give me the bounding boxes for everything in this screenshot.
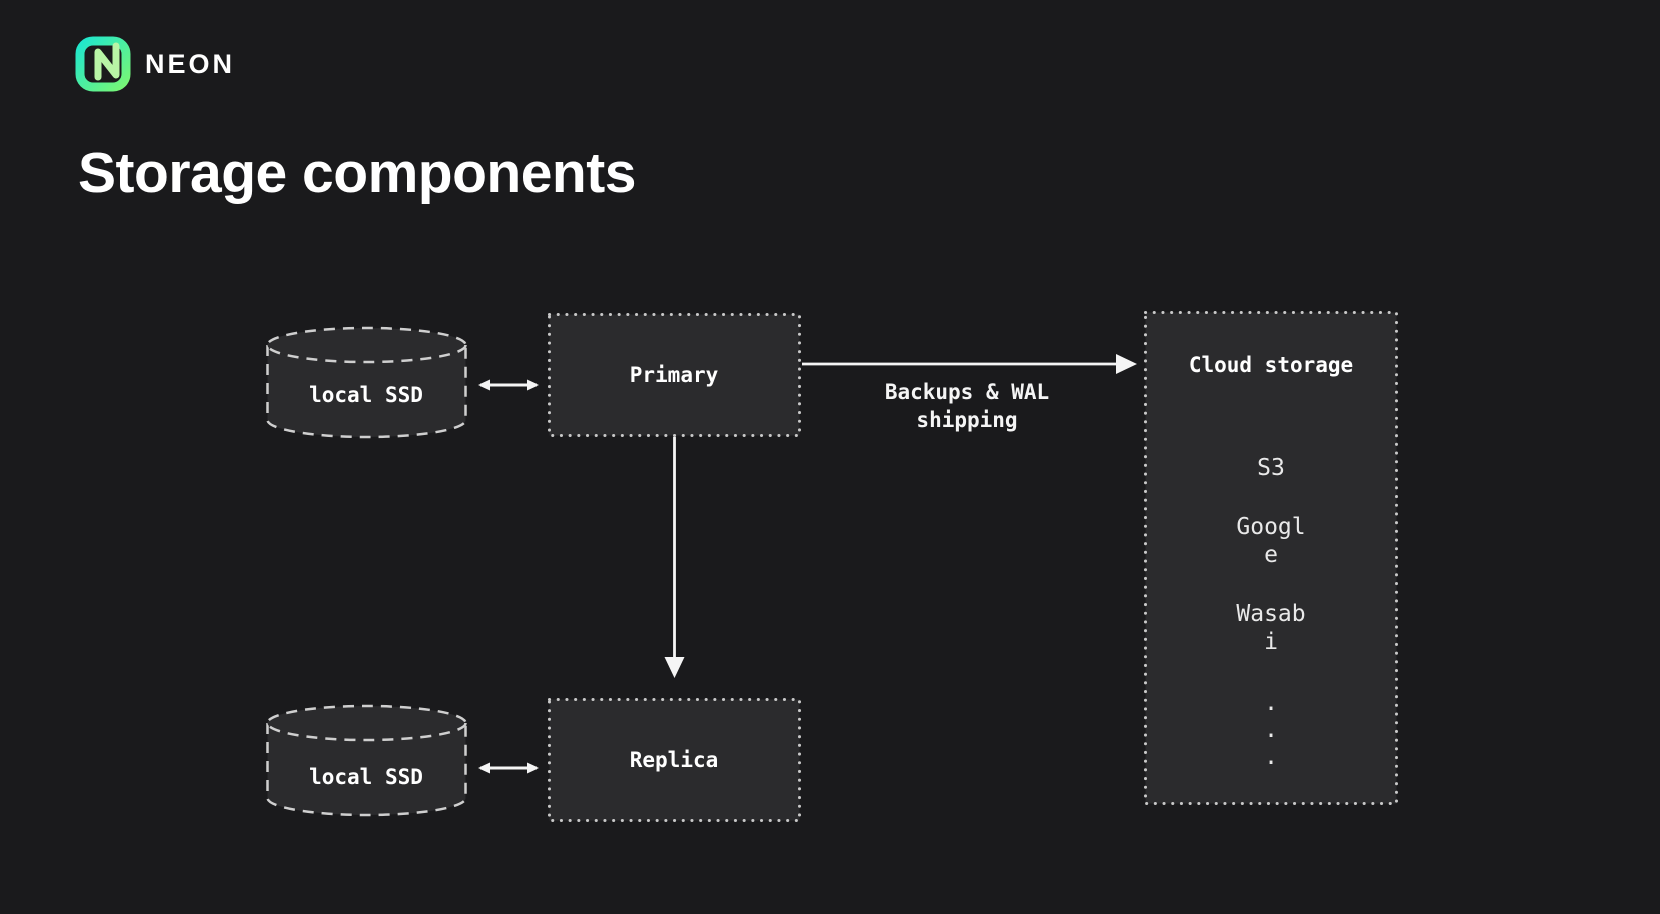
cloud-provider-wasabi: Wasabi (1236, 601, 1306, 655)
cylinder-local-ssd-top (266, 326, 467, 439)
replica-node-box (548, 698, 801, 822)
primary-node-label: Primary (629, 363, 719, 387)
cloud-storage-node-box (1144, 311, 1398, 805)
cloud-storage-title: Cloud storage (1188, 353, 1354, 377)
cloud-storage-content: Cloud storage S3 Google Wasabi . . . (1144, 311, 1398, 805)
local-ssd-bottom-label: local SSD (309, 765, 423, 789)
cylinder-local-ssd-bottom (266, 704, 467, 817)
page-title: Storage components (78, 141, 636, 205)
neon-logo-icon (75, 36, 131, 92)
primary-node-box (548, 313, 801, 437)
ellipsis-dot: . (1264, 690, 1278, 716)
replica-node-label: Replica (629, 748, 719, 772)
cloud-provider-list: S3 Google Wasabi (1236, 454, 1305, 656)
ellipsis-dot: . (1264, 717, 1278, 743)
local-ssd-top-label: local SSD (309, 383, 423, 407)
ellipsis-dot: . (1264, 744, 1278, 770)
cloud-provider-s3: S3 (1257, 455, 1285, 481)
cloud-provider-google: Google (1236, 514, 1306, 568)
brand-name: NEON (145, 49, 236, 79)
backups-wal-edge-label: Backups & WAL shipping (884, 380, 1050, 432)
cloud-provider-ellipsis: . . . (1264, 690, 1278, 771)
brand-header: NEON (75, 36, 235, 92)
